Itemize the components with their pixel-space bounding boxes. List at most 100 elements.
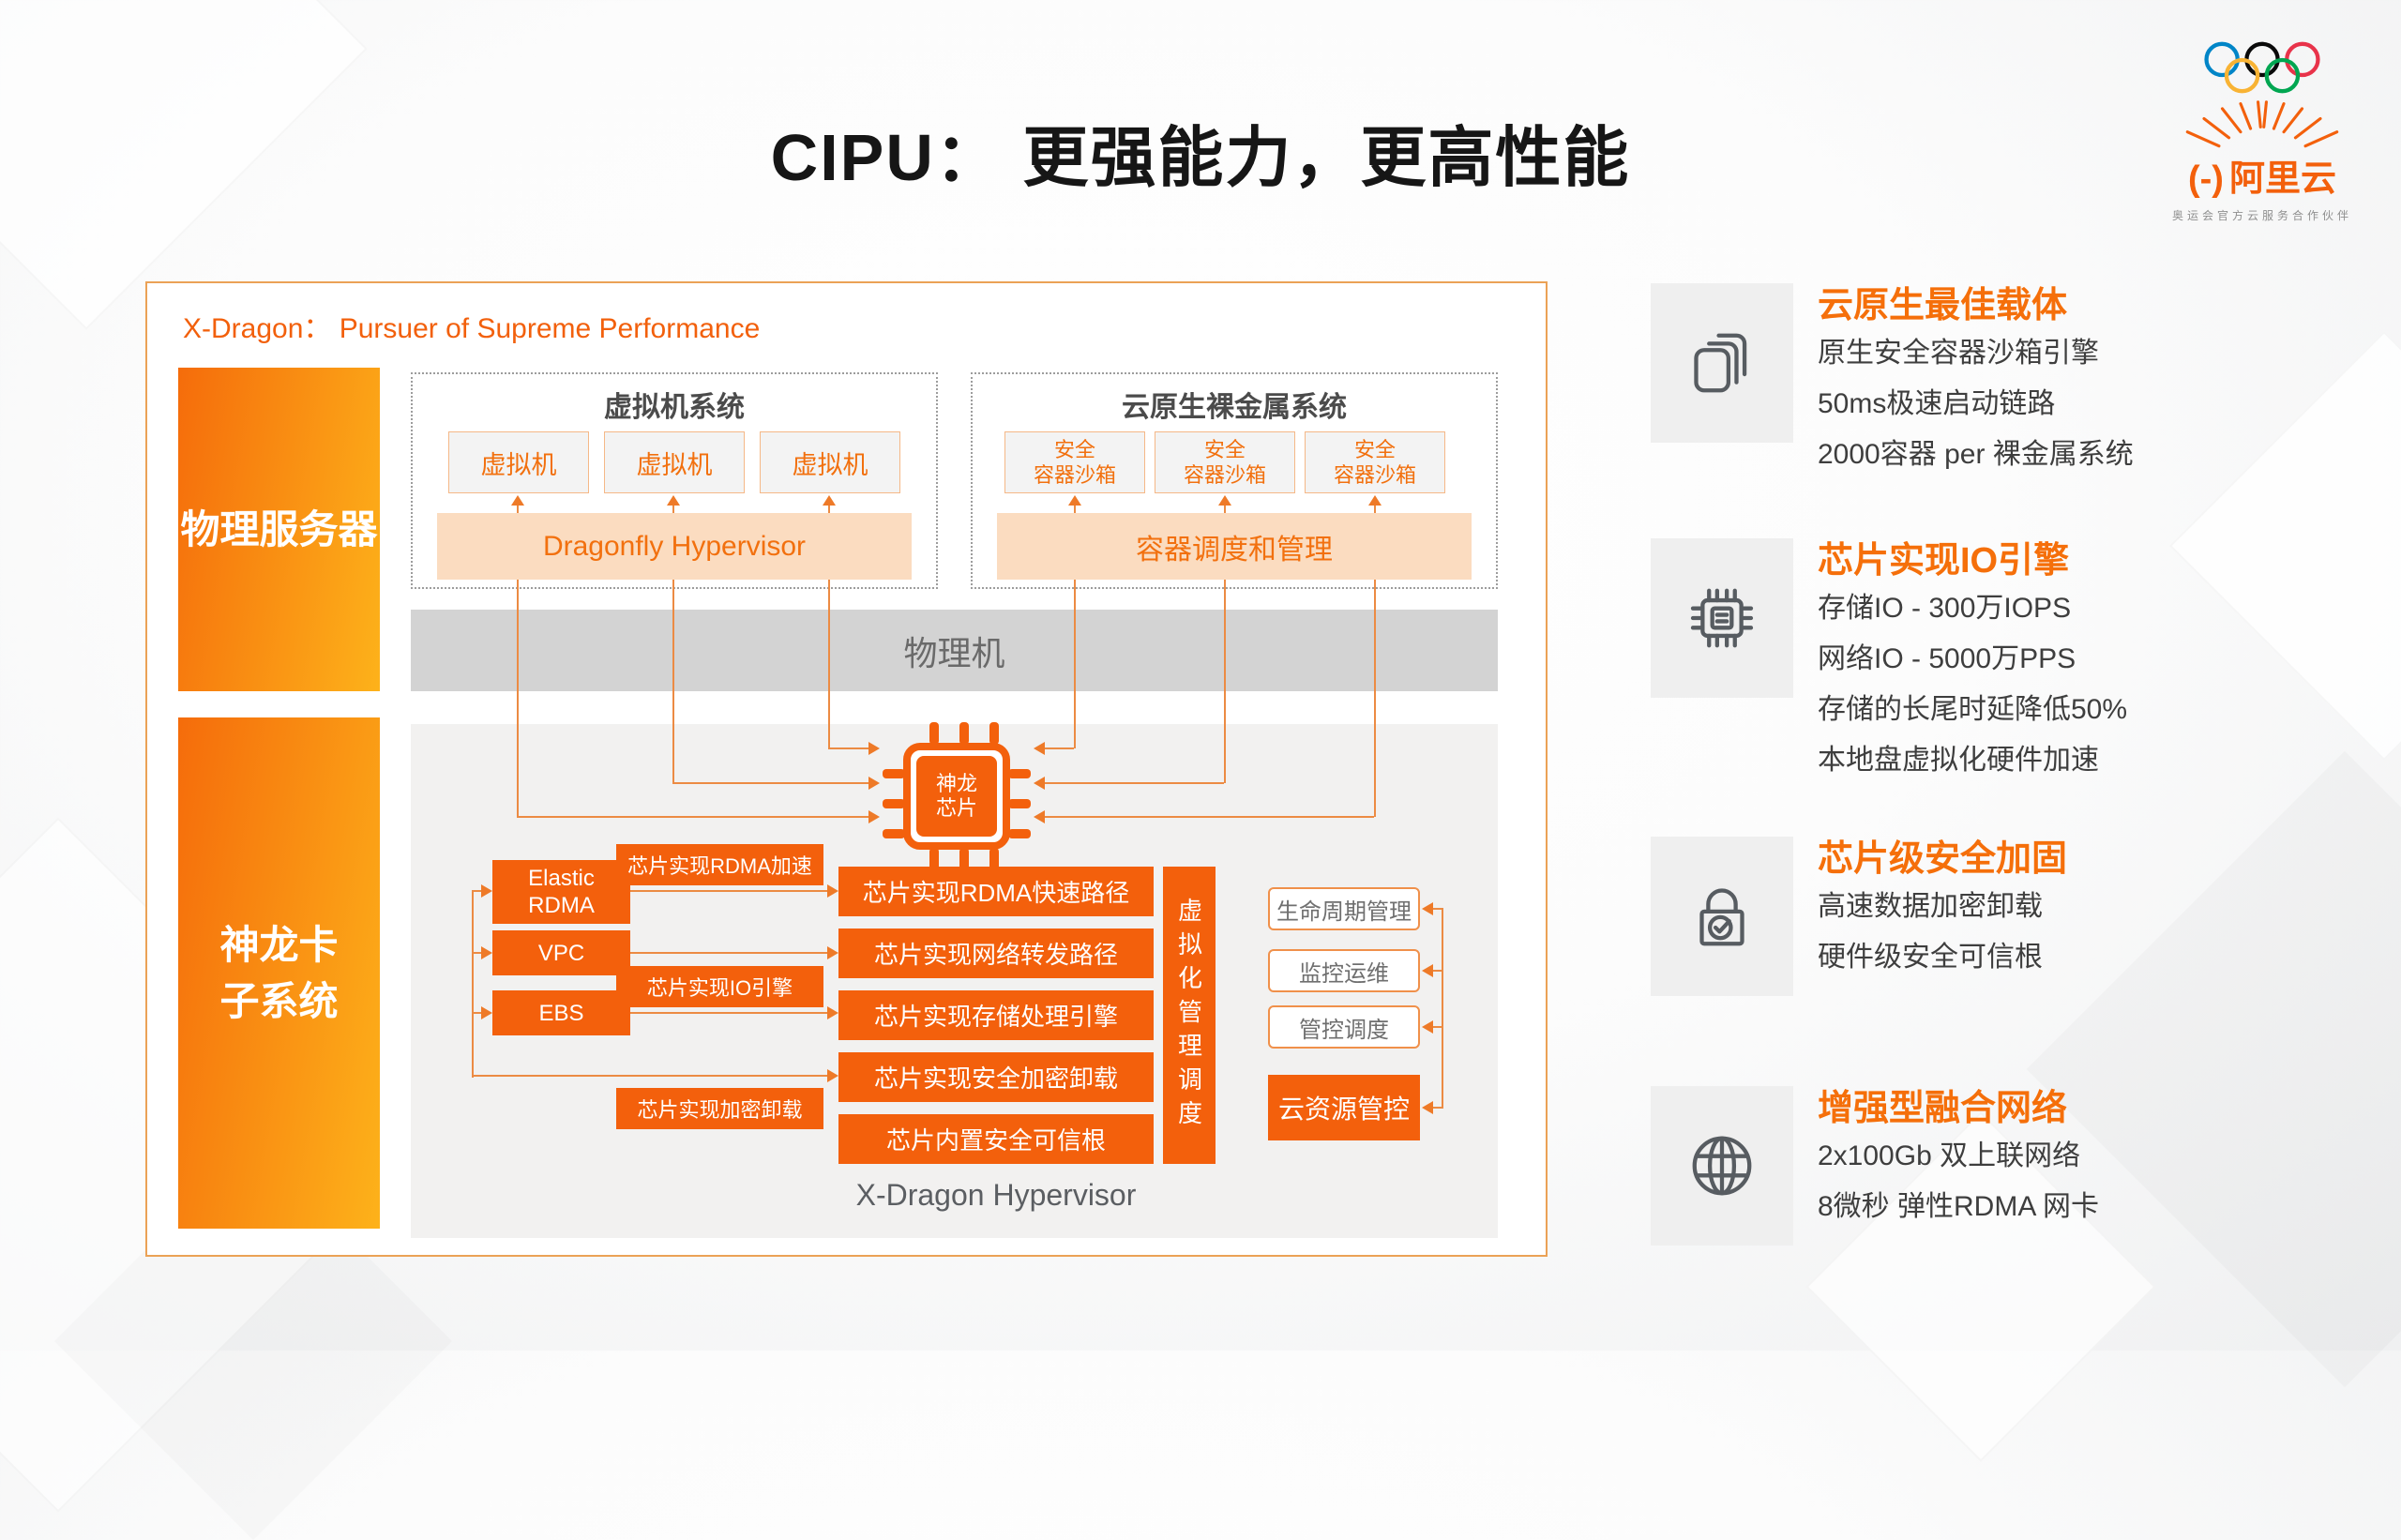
chip-pin — [1008, 769, 1031, 778]
chip-tag: 芯片实现RDMA加速 — [616, 844, 823, 885]
connector-line — [630, 890, 827, 892]
arrow-up-icon — [667, 495, 680, 506]
cloud-resource-control-box: 云资源管控 — [1268, 1075, 1420, 1140]
vm-node-label: 虚拟机 — [792, 450, 868, 479]
feature-icon-tile — [1651, 538, 1793, 698]
chip-pin — [1008, 829, 1031, 838]
chip-pin — [929, 722, 939, 745]
arrow-right-icon — [481, 884, 492, 898]
connector-line — [517, 816, 868, 818]
connector-line — [1224, 505, 1226, 513]
vm-node-label: 虚拟机 — [480, 450, 557, 479]
connector-line — [1045, 747, 1074, 749]
arrow-left-icon — [1422, 964, 1433, 977]
container-scheduling-bar: 容器调度和管理 — [997, 513, 1472, 580]
connector-line — [630, 952, 827, 954]
arrow-right-icon — [827, 946, 838, 959]
secure-container-sandbox-node: 安全容器沙箱 — [1305, 431, 1445, 493]
connector-line — [517, 580, 519, 818]
connector-line — [1433, 1026, 1443, 1028]
page-title: CIPU： 更强能力，更高性能 — [770, 121, 1631, 194]
arrow-right-icon — [827, 884, 838, 898]
secure-container-sandbox-node: 安全容器沙箱 — [1155, 431, 1295, 493]
mgmt-box: 监控运维 — [1268, 949, 1420, 992]
vm-node: 虚拟机 — [760, 431, 900, 493]
connector-line — [472, 1075, 827, 1077]
arrow-left-icon — [1422, 1101, 1433, 1114]
dragonfly-hypervisor-bar: Dragonfly Hypervisor — [437, 513, 912, 580]
connector-line — [672, 782, 868, 784]
chip-pin — [929, 848, 939, 870]
connector-line — [1074, 505, 1076, 513]
feature-icon-tile — [1651, 283, 1793, 443]
connector-line — [1074, 580, 1076, 748]
feature-security: 芯片级安全加固 高速数据加密卸载 硬件级安全可信根 — [1651, 837, 2307, 996]
feature-line: 高速数据加密卸载 — [1818, 891, 2043, 922]
vpc-box: VPC — [492, 930, 630, 975]
vm-node: 虚拟机 — [604, 431, 745, 493]
dragon-card-subsystem-label: 神龙卡 子系统 — [178, 717, 380, 1229]
feature-text: 芯片级安全加固 高速数据加密卸载 硬件级安全可信根 — [1818, 837, 2067, 996]
dragon-chip: 神龙 芯片 — [883, 722, 1031, 870]
sandbox-line2: 容器沙箱 — [1033, 463, 1116, 487]
panel-heading: X-Dragon： Pursuer of Supreme Performance — [183, 313, 761, 344]
vm-node-label: 虚拟机 — [636, 450, 713, 479]
feature-line: 本地盘虚拟化硬件加速 — [1818, 745, 2099, 776]
connector-line — [517, 505, 519, 513]
service-line2: RDMA — [528, 893, 595, 918]
feature-text: 增强型融合网络 2x100Gb 双上联网络 8微秒 弹性RDMA 网卡 — [1818, 1086, 2099, 1246]
xdragon-hypervisor-caption: X-Dragon Hypervisor — [855, 1178, 1137, 1212]
chip-pin — [989, 848, 999, 870]
connector-line — [472, 890, 474, 1078]
arrow-left-icon — [1034, 777, 1045, 790]
arrow-up-icon — [1218, 495, 1231, 506]
brand-lockup: (-)阿里云 — [2145, 159, 2379, 200]
feature-title: 芯片级安全加固 — [1818, 839, 2068, 879]
arrow-right-icon — [481, 946, 492, 959]
sandbox-line1: 安全 — [1053, 438, 1095, 461]
feature-line: 网络IO - 5000万PPS — [1818, 643, 2076, 674]
feature-text: 芯片实现IO引擎 存储IO - 300万IOPS 网络IO - 5000万PPS… — [1818, 538, 2127, 786]
arrow-right-icon — [868, 742, 880, 755]
feature-line: 原生安全容器沙箱引擎 — [1818, 338, 2099, 369]
connector-line — [828, 747, 868, 749]
arrow-up-icon — [1368, 495, 1382, 506]
chip-pin — [959, 848, 969, 870]
connector-line — [630, 1012, 827, 1014]
feature-line: 2x100Gb 双上联网络 — [1818, 1140, 2081, 1171]
chip-tag: 芯片实现IO引擎 — [616, 966, 823, 1007]
feature-title: 芯片实现IO引擎 — [1818, 541, 2070, 581]
sandbox-line1: 安全 — [1203, 438, 1246, 461]
brand-tagline: 奥运会官方云服务合作伙伴 — [2171, 209, 2352, 222]
physical-machine-bar: 物理机 — [411, 610, 1498, 691]
physical-server-label: 物理服务器 — [178, 368, 380, 691]
arrow-right-icon — [868, 810, 880, 823]
feature-line: 存储的长尾时延降低50% — [1818, 694, 2128, 725]
rays-icon — [2185, 100, 2339, 148]
service-line1: EBS — [538, 1000, 584, 1026]
connector-line — [672, 580, 674, 783]
virtualization-scheduler-bar: 虚拟化管理调度 — [1163, 867, 1216, 1164]
engine-bar: 芯片实现存储处理引擎 — [838, 990, 1154, 1040]
chip-pin — [989, 722, 999, 745]
arrow-left-icon — [1034, 810, 1045, 823]
mgmt-box: 管控调度 — [1268, 1005, 1420, 1049]
connector-line — [1442, 908, 1443, 1109]
elastic-rdma-box: Elastic RDMA — [492, 860, 630, 924]
chip-pin — [959, 722, 969, 745]
connector-line — [472, 952, 481, 954]
connector-line — [672, 505, 674, 513]
label-line1: 神龙卡 — [219, 922, 339, 967]
feature-line: 8微秒 弹性RDMA 网卡 — [1818, 1191, 2100, 1222]
engine-bar: 芯片实现RDMA快速路径 — [838, 867, 1154, 916]
connector-line — [1045, 816, 1374, 818]
feature-line: 2000容器 per 裸金属系统 — [1818, 439, 2134, 470]
connector-line — [1374, 580, 1376, 817]
stacked-containers-icon — [1694, 333, 1747, 393]
chip-line1: 神龙 — [935, 772, 977, 795]
feature-line: 硬件级安全可信根 — [1818, 942, 2043, 973]
lock-check-icon — [1699, 888, 1744, 946]
feature-network: 增强型融合网络 2x100Gb 双上联网络 8微秒 弹性RDMA 网卡 — [1651, 1086, 2307, 1246]
connector-line — [1433, 908, 1443, 910]
feature-title: 增强型融合网络 — [1818, 1089, 2068, 1128]
